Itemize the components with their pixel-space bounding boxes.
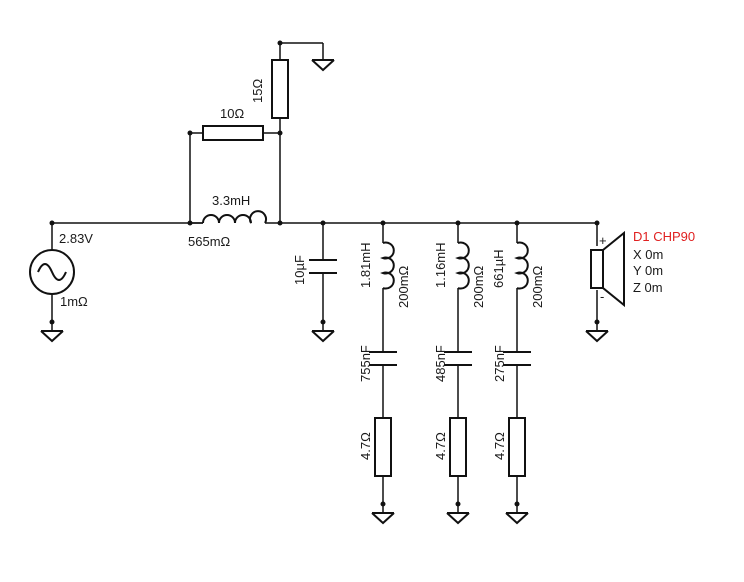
- series-inductor[interactable]: [190, 210, 267, 224]
- source-resistance-label: 1mΩ: [60, 294, 88, 309]
- series-resistor-label: 10Ω: [220, 106, 244, 121]
- notch-1-inductor[interactable]: [380, 241, 395, 290]
- notch-2-inductor[interactable]: [455, 241, 470, 290]
- notch-1-capacitor[interactable]: [369, 351, 397, 366]
- notch-2-inductor-resistance: 200mΩ: [471, 265, 486, 308]
- ground-capacitor: [311, 330, 335, 342]
- driver-z-label: Z 0m: [633, 280, 663, 295]
- shunt-capacitor-label: 10µF: [292, 255, 307, 285]
- notch-3-capacitor-value: 275nF: [492, 345, 507, 382]
- ground-driver: [585, 330, 609, 342]
- notch-2-capacitor-value: 485nF: [433, 345, 448, 382]
- ground-top: [311, 59, 335, 71]
- shunt-capacitor[interactable]: [309, 259, 337, 274]
- shunt-resistor-label: 15Ω: [250, 79, 265, 103]
- notch-3-capacitor[interactable]: [503, 351, 531, 366]
- ground-notch-2: [446, 512, 470, 524]
- series-inductor-resistance: 565mΩ: [188, 234, 231, 249]
- notch-1-resistor[interactable]: [374, 417, 392, 477]
- notch-3-inductor-value: 661µH: [491, 249, 506, 288]
- driver-x-label: X 0m: [633, 247, 663, 262]
- source-voltage-label: 2.83V: [59, 231, 93, 246]
- series-inductor-value: 3.3mH: [212, 193, 250, 208]
- ground-notch-3: [505, 512, 529, 524]
- notch-1-inductor-resistance: 200mΩ: [396, 265, 411, 308]
- speaker-driver[interactable]: [590, 230, 625, 308]
- notch-1-inductor-value: 1.81mH: [358, 242, 373, 288]
- voltage-source[interactable]: [29, 249, 75, 295]
- notch-2-resistor[interactable]: [449, 417, 467, 477]
- notch-2-resistor-value: 4.7Ω: [433, 432, 448, 460]
- ground-source: [40, 330, 64, 342]
- speaker-minus-sign: -: [600, 289, 604, 304]
- notch-1-capacitor-value: 755nF: [358, 345, 373, 382]
- notch-3-inductor[interactable]: [514, 241, 529, 290]
- notch-2-capacitor[interactable]: [444, 351, 472, 366]
- notch-2-inductor-value: 1.16mH: [433, 242, 448, 288]
- ground-notch-1: [371, 512, 395, 524]
- series-resistor[interactable]: [202, 125, 264, 141]
- notch-3-resistor[interactable]: [508, 417, 526, 477]
- speaker-plus-sign: +: [599, 233, 607, 248]
- shunt-resistor[interactable]: [271, 59, 289, 119]
- driver-name-label: D1 CHP90: [633, 229, 695, 244]
- notch-1-resistor-value: 4.7Ω: [358, 432, 373, 460]
- driver-y-label: Y 0m: [633, 263, 663, 278]
- notch-3-inductor-resistance: 200mΩ: [530, 265, 545, 308]
- notch-3-resistor-value: 4.7Ω: [492, 432, 507, 460]
